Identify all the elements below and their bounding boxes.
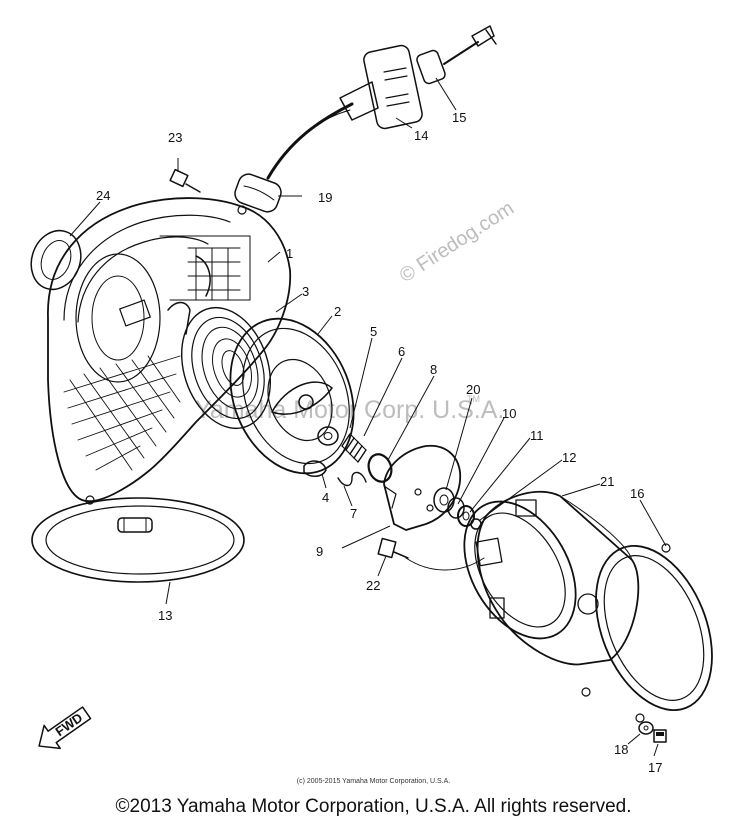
callout-4: 4 bbox=[322, 490, 329, 505]
callout-20: 20 bbox=[466, 382, 480, 397]
bolt-23 bbox=[169, 168, 201, 193]
starter-drum bbox=[463, 490, 640, 666]
callout-6: 6 bbox=[398, 344, 405, 359]
callout-12: 12 bbox=[562, 450, 576, 465]
callout-19: 19 bbox=[318, 190, 332, 205]
callout-24: 24 bbox=[96, 188, 110, 203]
callout-numbers: 1 2 3 4 5 6 7 8 9 10 11 12 13 14 15 16 1… bbox=[96, 110, 662, 775]
callout-13: 13 bbox=[158, 608, 172, 623]
callout-22: 22 bbox=[366, 578, 380, 593]
watermark-tm: TM bbox=[467, 394, 480, 404]
callout-23: 23 bbox=[168, 130, 182, 145]
callout-1: 1 bbox=[286, 246, 293, 261]
callout-21: 21 bbox=[600, 474, 614, 489]
bolt-22 bbox=[377, 537, 485, 571]
callout-17: 17 bbox=[648, 760, 662, 775]
washer-18-bolt-17 bbox=[638, 721, 667, 743]
callout-8: 8 bbox=[430, 362, 437, 377]
callout-3: 3 bbox=[302, 284, 309, 299]
friction-plate bbox=[383, 444, 461, 531]
callout-9: 9 bbox=[316, 544, 323, 559]
fwd-label: FWD bbox=[52, 710, 85, 739]
forward-arrow-icon: FWD bbox=[38, 706, 92, 750]
cable-loop bbox=[31, 497, 245, 583]
callout-2: 2 bbox=[334, 304, 341, 319]
mounting-ring bbox=[581, 543, 713, 723]
callout-18: 18 bbox=[614, 742, 628, 757]
rope-reel bbox=[229, 317, 355, 475]
small-parts-cluster bbox=[303, 426, 393, 487]
callout-10: 10 bbox=[502, 406, 516, 421]
callout-14: 14 bbox=[414, 128, 428, 143]
small-credit-line: (c) 2005-2015 Yamaha Motor Corporation, … bbox=[296, 778, 451, 785]
copyright-line: ©2013 Yamaha Motor Corporation, U.S.A. A… bbox=[115, 796, 632, 817]
callout-5: 5 bbox=[370, 324, 377, 339]
callout-16: 16 bbox=[630, 486, 644, 501]
callout-11: 11 bbox=[530, 428, 544, 443]
leader-lines bbox=[69, 77, 667, 757]
callout-15: 15 bbox=[452, 110, 466, 125]
watermark-firedog: © Firedog.com bbox=[396, 197, 518, 287]
callout-7: 7 bbox=[350, 506, 357, 521]
starter-housing bbox=[47, 197, 292, 505]
cap-24 bbox=[30, 229, 82, 291]
grommet-19 bbox=[234, 173, 282, 213]
starter-cable-assembly bbox=[266, 25, 497, 180]
spiral-spring bbox=[180, 306, 272, 430]
